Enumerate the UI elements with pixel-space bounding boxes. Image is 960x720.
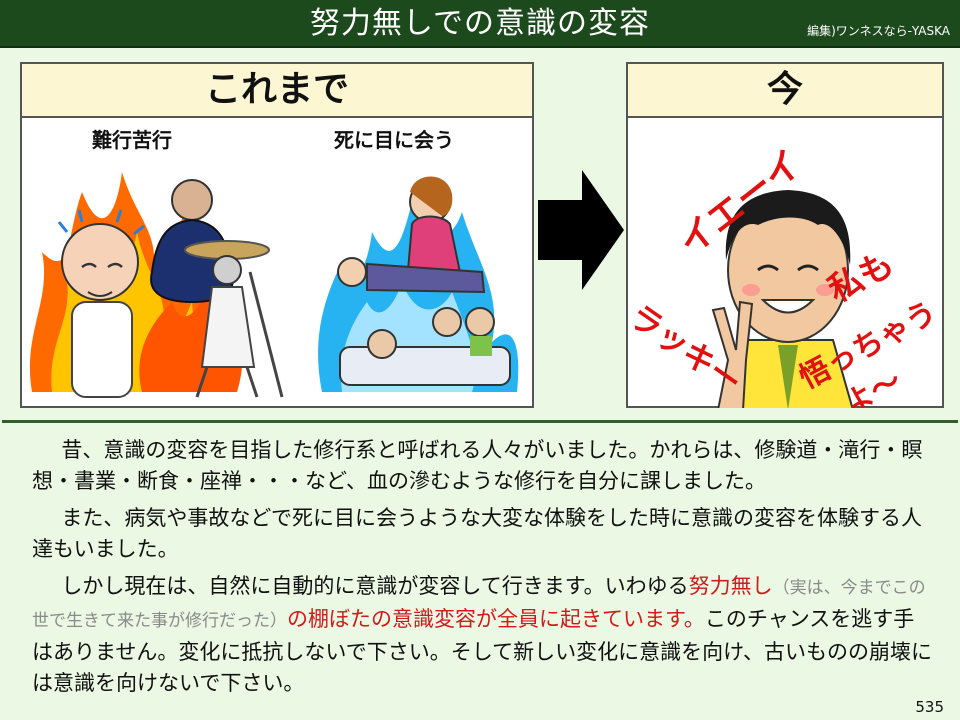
illustration-area (29, 172, 519, 398)
paragraph-3: しかし現在は、自然に自動的に意識が変容して行きます。いわゆる努力無し（実は、今ま… (32, 571, 934, 699)
hospital-bed-figure (339, 307, 511, 386)
paragraph-1: 昔、意識の変容を目指した修行系と呼ばれる人々がいました。かれらは、修験道・滝行・… (32, 438, 923, 493)
lying-woman-figure (337, 257, 486, 294)
windfall-highlight: の棚ぼたの意識変容が全員に起きています。 (287, 607, 705, 631)
before-heading: これまで (22, 64, 532, 118)
meditating-monk-figure (150, 179, 234, 304)
near-death-label: 死に目に会う (334, 128, 454, 152)
effortless-highlight: 努力無し (688, 574, 773, 598)
now-heading: 今 (628, 64, 942, 118)
austerity-label: 難行苦行 (92, 128, 172, 152)
parenthetical-note: （実は、今までこの世で生きて来た事が修行だった） (32, 578, 926, 631)
arrow-right-icon (538, 170, 624, 290)
pilgrim-figure (184, 240, 284, 398)
happy-man-illustration: イエーイ ラッキー 私も 悟っちゃう よ～ (628, 143, 942, 408)
before-panel: これまで 難行苦行 死に目に会う (20, 62, 534, 408)
man-face (717, 190, 854, 408)
now-panel: 今 イエーイ ラッキー 私も 悟っちゃう よ～ (626, 62, 944, 408)
page-number: 535 (915, 698, 944, 716)
explanation-box: 昔、意識の変容を目指した修行系と呼ばれる人々がいました。かれらは、修験道・滝行・… (2, 420, 958, 718)
paragraph-3-intro: しかし現在は、自然に自動的に意識が変容して行きます。いわゆる (61, 574, 689, 598)
guiding-woman-figure (405, 176, 464, 283)
peace-sign-hand (711, 300, 754, 408)
title-bar: 努力無しでの意識の変容 編集)ワンネスなら-YASKA (0, 0, 960, 48)
paragraph-2: また、病気や事故などで死に目に会うような大変な体験をした時に意識の変容を体験する… (32, 506, 922, 561)
page-title: 努力無しでの意識の変容 (309, 6, 651, 41)
paragraph-3-advice: このチャンスを逃す手はありません。変化に抵抗しないで下さい。そして新しい変化に意… (32, 607, 933, 695)
crying-monk-figure (57, 209, 145, 398)
credit-text: 編集)ワンネスなら-YASKA (807, 24, 950, 38)
